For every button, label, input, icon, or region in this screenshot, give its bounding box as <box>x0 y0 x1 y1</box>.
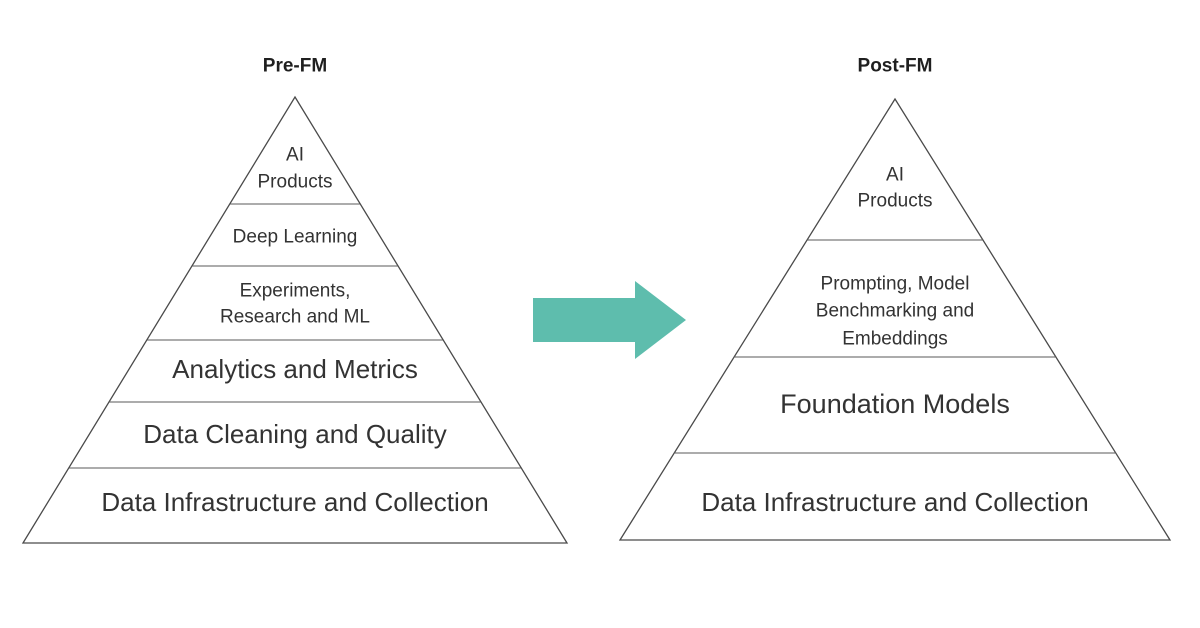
pre-fm-pyramid: Pre-FM AI Products Deep Learning Experim… <box>21 56 569 544</box>
layer-label-data-infrastructure-collection: Data Infrastructure and Collection <box>701 487 1088 517</box>
layer-label-prompting-benchmarking-embeddings: Embeddings <box>842 329 948 350</box>
post-fm-pyramid: Post-FM AI Products Prompting, Model Ben… <box>618 56 1172 541</box>
layer-label-ai-products: AI <box>286 145 304 166</box>
post-fm-pyramid-outline <box>618 97 1172 541</box>
layer-label-ai-products: Products <box>258 172 333 193</box>
layer-label-analytics-metrics: Analytics and Metrics <box>172 354 418 384</box>
pre-fm-title: Pre-FM <box>263 56 327 77</box>
layer-label-ai-products: Products <box>858 191 933 212</box>
layer-label-deep-learning: Deep Learning <box>233 227 358 248</box>
post-fm-title: Post-FM <box>858 56 933 77</box>
layer-label-prompting-benchmarking-embeddings: Prompting, Model <box>821 274 970 295</box>
layer-label-prompting-benchmarking-embeddings: Benchmarking and <box>816 301 974 322</box>
layer-label-ai-products: AI <box>886 165 904 186</box>
layer-label-experiments-research-ml: Experiments, <box>240 281 351 302</box>
pre-fm-pyramid-outline <box>21 95 569 544</box>
layer-label-foundation-models: Foundation Models <box>780 389 1010 419</box>
right-arrow-icon <box>533 281 686 359</box>
layer-label-data-cleaning-quality: Data Cleaning and Quality <box>143 419 447 449</box>
layer-label-data-infrastructure-collection: Data Infrastructure and Collection <box>101 487 488 517</box>
layer-label-experiments-research-ml: Research and ML <box>220 307 370 328</box>
